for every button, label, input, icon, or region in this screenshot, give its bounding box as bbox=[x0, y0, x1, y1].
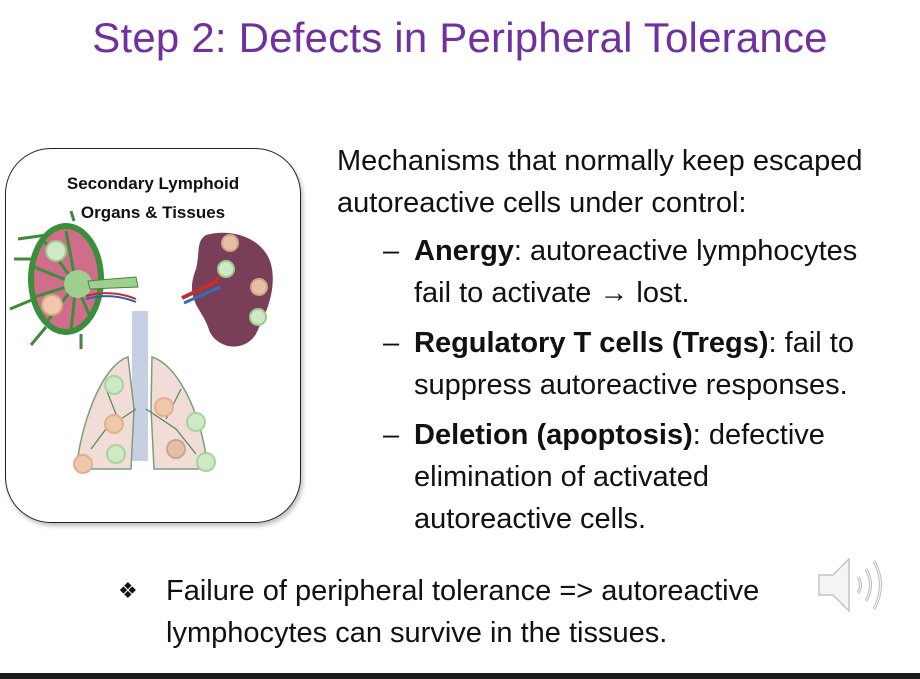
lymphoid-organs-figure: Secondary Lymphoid Organs & Tissues bbox=[5, 148, 301, 523]
mechanism-desc-line2: suppress autoreactive responses. bbox=[414, 369, 848, 401]
diamond-bullet-icon: ❖ bbox=[118, 578, 138, 603]
bottom-bar bbox=[0, 673, 920, 679]
organs-illustration bbox=[9, 210, 273, 474]
mechanism-anergy: – Anergy: autoreactive lymphocytes fail … bbox=[383, 230, 913, 314]
mechanism-desc-line3: autoreactive cells. bbox=[414, 503, 647, 535]
dash-bullet: – bbox=[383, 235, 400, 267]
figure-caption-line2: Organs & Tissues bbox=[80, 203, 226, 222]
mechanism-desc: : fail to bbox=[768, 327, 854, 359]
conclusion-line1: Failure of peripheral tolerance => autor… bbox=[166, 575, 760, 607]
mechanism-deletion: – Deletion (apoptosis): defective elimin… bbox=[383, 414, 913, 540]
mechanism-desc-line2: elimination of activated bbox=[414, 461, 709, 493]
intro-line1: Mechanisms that normally keep escaped bbox=[337, 145, 863, 177]
mechanism-desc: : defective bbox=[692, 419, 825, 451]
mechanism-desc: : autoreactive lymphocytes bbox=[513, 235, 858, 267]
intro-line2: autoreactive cells under control: bbox=[337, 187, 747, 219]
dash-bullet: – bbox=[383, 327, 400, 359]
lungs-icon bbox=[73, 311, 216, 474]
slide-title: Step 2: Defects in Peripheral Tolerance bbox=[92, 14, 828, 61]
mechanism-term: Regulatory T cells (Tregs) bbox=[414, 327, 769, 359]
figure-caption-line1: Secondary Lymphoid bbox=[66, 174, 240, 193]
lymph-node-icon bbox=[9, 210, 139, 349]
dash-bullet: – bbox=[383, 419, 400, 451]
speaker-icon[interactable] bbox=[817, 555, 889, 615]
mechanism-desc-line2: fail to activate → lost. bbox=[414, 277, 690, 309]
figure-caption: Secondary Lymphoid Organs & Tissues bbox=[6, 169, 300, 227]
intro-text: Mechanisms that normally keep escaped au… bbox=[337, 140, 917, 224]
mechanism-term: Anergy bbox=[414, 235, 514, 267]
conclusion: ❖ Failure of peripheral tolerance => aut… bbox=[118, 570, 878, 654]
mechanism-term: Deletion (apoptosis) bbox=[414, 419, 693, 451]
conclusion-line2: lymphocytes can survive in the tissues. bbox=[166, 617, 668, 649]
mechanism-tregs: – Regulatory T cells (Tregs): fail to su… bbox=[383, 322, 913, 406]
spleen-icon bbox=[181, 232, 273, 347]
